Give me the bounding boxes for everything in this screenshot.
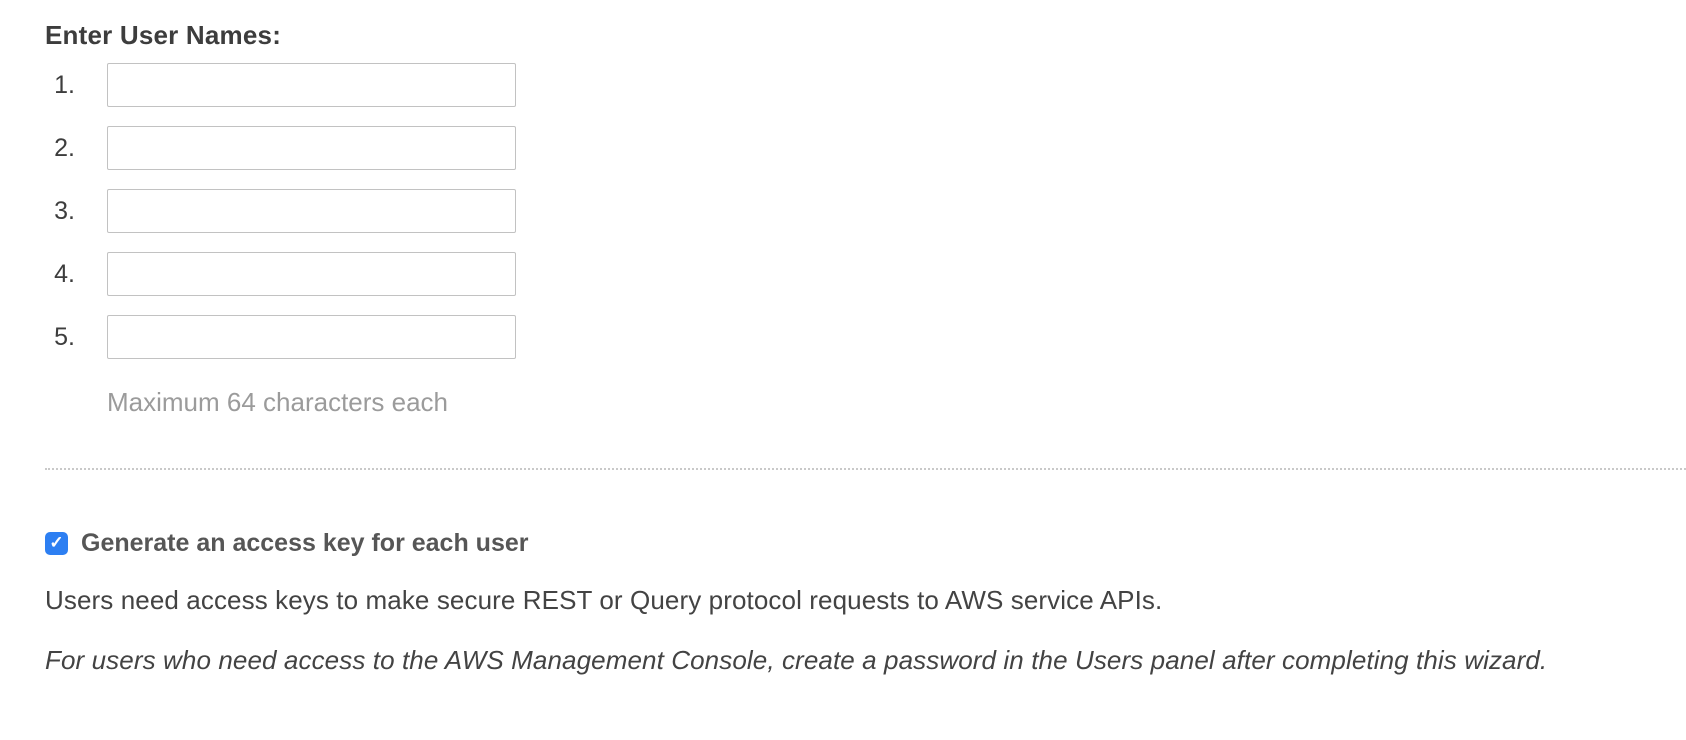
checkmark-icon: ✓	[49, 533, 64, 552]
user-number-label: 1.	[54, 70, 75, 99]
access-key-option-row: ✓ Generate an access key for each user	[45, 529, 1686, 558]
user-number-label: 2.	[54, 133, 75, 162]
user-name-row: 5.	[45, 315, 1686, 359]
user-name-row: 2.	[45, 126, 1686, 170]
section-divider	[45, 468, 1686, 470]
user-number-label: 3.	[54, 196, 75, 225]
user-name-fields: 1. 2. 3. 4. 5.	[45, 63, 1686, 359]
access-key-checkbox-label[interactable]: Generate an access key for each user	[81, 529, 529, 557]
user-name-row: 3.	[45, 189, 1686, 233]
user-name-input-4[interactable]	[107, 252, 516, 296]
user-number-label: 4.	[54, 259, 75, 288]
max-characters-hint: Maximum 64 characters each	[107, 387, 449, 417]
access-keys-description: Users need access keys to make secure RE…	[45, 585, 1163, 615]
user-name-input-5[interactable]	[107, 315, 516, 359]
console-password-note: For users who need access to the AWS Man…	[45, 645, 1548, 675]
access-key-checkbox[interactable]: ✓	[45, 532, 68, 555]
page-title: Enter User Names:	[45, 20, 282, 50]
user-number-label: 5.	[54, 322, 75, 351]
user-name-row: 4.	[45, 252, 1686, 296]
user-name-input-2[interactable]	[107, 126, 516, 170]
user-name-input-1[interactable]	[107, 63, 516, 107]
user-name-input-3[interactable]	[107, 189, 516, 233]
user-name-row: 1.	[45, 63, 1686, 107]
